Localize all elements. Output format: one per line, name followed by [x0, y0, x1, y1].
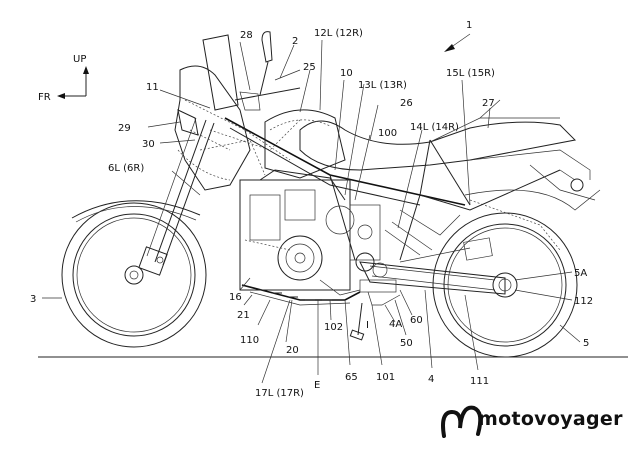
label-110: 110 — [240, 335, 259, 346]
label-15: 15L (15R) — [446, 68, 495, 79]
label-5: 5 — [583, 338, 589, 349]
label-27: 27 — [482, 98, 495, 109]
skid-plate — [241, 284, 361, 301]
label-1: 1 — [466, 20, 472, 31]
swingarm — [359, 237, 506, 295]
label-50: 50 — [400, 338, 413, 349]
label-100: 100 — [378, 128, 397, 139]
ref-arrow-icon — [444, 44, 455, 52]
label-4: 4 — [428, 374, 434, 385]
label-11: 11 — [146, 82, 159, 93]
front-wheel — [61, 202, 207, 348]
label-16: 16 — [229, 292, 242, 303]
label-13: 13L (13R) — [358, 80, 407, 91]
label-3: 3 — [30, 294, 36, 305]
engine — [239, 169, 381, 296]
fr-arrow-icon — [57, 93, 65, 99]
label-25: 25 — [303, 62, 316, 73]
front-fork — [138, 117, 215, 276]
label-65: 65 — [345, 372, 358, 383]
label-28: 28 — [240, 30, 253, 41]
up-arrow-icon — [83, 66, 89, 74]
label-5a: 5A — [574, 268, 587, 279]
label-4a: 4A — [389, 319, 402, 330]
up-label: UP — [73, 54, 86, 65]
fuel-tank — [264, 109, 346, 179]
label-26: 26 — [400, 98, 413, 109]
label-111: 111 — [470, 376, 489, 387]
label-60: 60 — [410, 315, 423, 326]
label-30: 30 — [142, 139, 155, 150]
label-21: 21 — [237, 310, 250, 321]
label-101: 101 — [376, 372, 395, 383]
side-stand — [357, 302, 363, 336]
brand-logo-icon — [441, 405, 483, 438]
front-fender — [71, 200, 201, 219]
label-14: 14L (14R) — [410, 122, 459, 133]
label-12: 12L (12R) — [314, 28, 363, 39]
handlebar — [234, 31, 301, 111]
leader-lines — [42, 33, 581, 384]
label-112: 112 — [574, 296, 593, 307]
label-102: 102 — [324, 322, 343, 333]
label-2: 2 — [292, 36, 298, 47]
label-17: 17L (17R) — [255, 388, 304, 399]
tail-light — [570, 178, 584, 192]
front-cowl — [174, 34, 301, 191]
fr-label: FR — [38, 92, 51, 103]
rear-fender — [464, 189, 601, 211]
drive-sprocket — [355, 252, 375, 272]
label-6: 6L (6R) — [108, 163, 144, 174]
direction-indicator — [57, 66, 89, 99]
frame — [224, 117, 561, 261]
label-10: 10 — [340, 68, 353, 79]
seat — [299, 99, 591, 180]
label-29: 29 — [118, 123, 131, 134]
watermark-brand: motovoyager — [478, 408, 623, 430]
label-I: I — [366, 320, 369, 331]
label-20: 20 — [286, 345, 299, 356]
label-E: E — [314, 380, 320, 391]
